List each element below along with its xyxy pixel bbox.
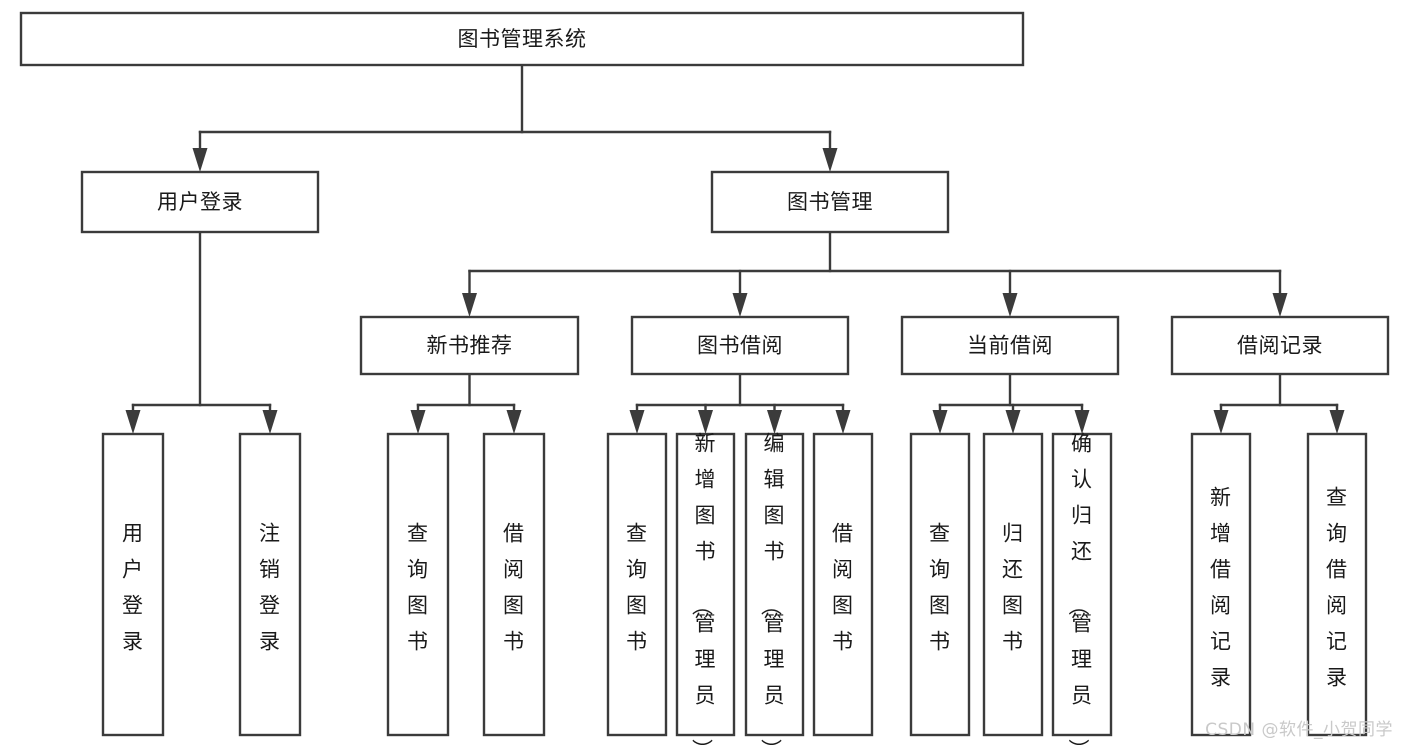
arrow-head-icon	[732, 293, 748, 317]
arrow-head-icon	[835, 410, 851, 434]
node-label: 确认归还（管理员）	[1066, 432, 1093, 747]
node-label: 借阅图书	[503, 522, 525, 654]
node-box[interactable]	[101, 432, 165, 737]
arrow-head-icon	[1002, 293, 1018, 317]
tree-node[interactable]: 借阅图书	[812, 432, 874, 737]
node-box[interactable]	[1051, 432, 1113, 737]
node-label: 新增借阅记录	[1210, 486, 1232, 690]
root-node[interactable]: 图书管理系统	[19, 11, 1025, 67]
node-box[interactable]	[1306, 432, 1368, 737]
node-label: 借阅图书	[832, 522, 854, 654]
node-box[interactable]	[606, 432, 668, 737]
connector-group-bookmgmt	[462, 230, 1288, 317]
connector-layer	[125, 63, 1345, 434]
tree-node[interactable]: 借阅图书	[482, 432, 546, 737]
arrow-head-icon	[767, 410, 782, 434]
arrow-head-icon	[698, 410, 713, 434]
arrow-head-icon	[1272, 293, 1288, 317]
connector-group-newbook	[410, 372, 522, 434]
node-box[interactable]	[482, 432, 546, 737]
connector-group-records	[1213, 372, 1345, 434]
node-box[interactable]	[900, 315, 1120, 376]
tree-node[interactable]: 查询图书	[386, 432, 450, 737]
tree-node[interactable]: 借阅记录	[1170, 315, 1390, 376]
arrow-head-icon	[1005, 410, 1021, 434]
node-label: 查询借阅记录	[1326, 486, 1348, 690]
tree-node[interactable]: 查询图书	[606, 432, 668, 737]
node-label: 当前借阅	[967, 334, 1053, 358]
tree-node[interactable]: 查询借阅记录	[1306, 432, 1368, 737]
tree-node[interactable]: 图书借阅	[630, 315, 850, 376]
node-box[interactable]	[710, 170, 950, 234]
tree-node[interactable]: 新增图书（管理员）	[675, 432, 736, 747]
node-box[interactable]	[630, 315, 850, 376]
node-box[interactable]	[812, 432, 874, 737]
arrow-head-icon	[262, 410, 278, 434]
tree-node[interactable]: 注销登录	[238, 432, 302, 737]
tree-node[interactable]: 查询图书	[909, 432, 971, 737]
node-label: 查询图书	[407, 522, 429, 654]
tree-node[interactable]: 用户登录	[101, 432, 165, 737]
tree-node[interactable]: 图书管理	[710, 170, 950, 234]
node-box[interactable]	[359, 315, 580, 376]
connector-group-current	[932, 372, 1090, 434]
node-label: 新书推荐	[427, 334, 513, 358]
node-label: 图书管理系统	[458, 27, 587, 51]
arrow-head-icon	[410, 410, 426, 434]
arrow-head-icon	[192, 148, 208, 172]
node-label: 用户登录	[122, 522, 144, 654]
node-box[interactable]	[1170, 315, 1390, 376]
node-label: 借阅记录	[1237, 334, 1323, 358]
node-label: 图书管理	[787, 190, 873, 214]
node-label: 归还图书	[1002, 522, 1024, 654]
arrow-head-icon	[125, 410, 141, 434]
csdn-watermark: CSDN @软件_小贺同学	[1205, 720, 1393, 740]
node-box[interactable]	[909, 432, 971, 737]
arrow-head-icon	[1329, 410, 1345, 434]
arrow-head-icon	[629, 410, 645, 434]
connector-group-root	[192, 63, 838, 172]
arrow-head-icon	[1213, 410, 1229, 434]
node-label: 新增图书（管理员）	[690, 432, 717, 747]
tree-node[interactable]: 编辑图书（管理员）	[744, 432, 805, 747]
node-label: 查询图书	[929, 522, 951, 654]
node-label: 查询图书	[626, 522, 648, 654]
tree-node[interactable]: 当前借阅	[900, 315, 1120, 376]
node-box[interactable]	[744, 432, 805, 737]
connector-group-borrow	[629, 372, 851, 434]
tree-node[interactable]: 新书推荐	[359, 315, 580, 376]
connector-group-login	[125, 230, 278, 434]
node-box[interactable]	[386, 432, 450, 737]
node-box[interactable]	[1190, 432, 1252, 737]
tree-node[interactable]: 归还图书	[982, 432, 1044, 737]
arrow-head-icon	[506, 410, 522, 434]
tree-node[interactable]: 用户登录	[80, 170, 320, 234]
node-label: 注销登录	[259, 522, 281, 654]
node-label: 用户登录	[157, 190, 243, 214]
arrow-head-icon	[932, 410, 948, 434]
node-label: 图书借阅	[697, 334, 783, 358]
node-box[interactable]	[238, 432, 302, 737]
arrow-head-icon	[1074, 410, 1090, 434]
node-box[interactable]	[982, 432, 1044, 737]
node-box[interactable]	[80, 170, 320, 234]
node-label: 编辑图书（管理员）	[759, 432, 786, 747]
arrow-head-icon	[462, 293, 477, 317]
tree-node[interactable]: 新增借阅记录	[1190, 432, 1252, 737]
node-box[interactable]	[19, 11, 1025, 67]
node-layer: 图书管理系统用户登录图书管理新书推荐图书借阅当前借阅借阅记录用户登录注销登录查询…	[19, 11, 1390, 747]
tree-node[interactable]: 确认归还（管理员）	[1051, 432, 1113, 747]
arrow-head-icon	[822, 148, 838, 172]
node-box[interactable]	[675, 432, 736, 737]
